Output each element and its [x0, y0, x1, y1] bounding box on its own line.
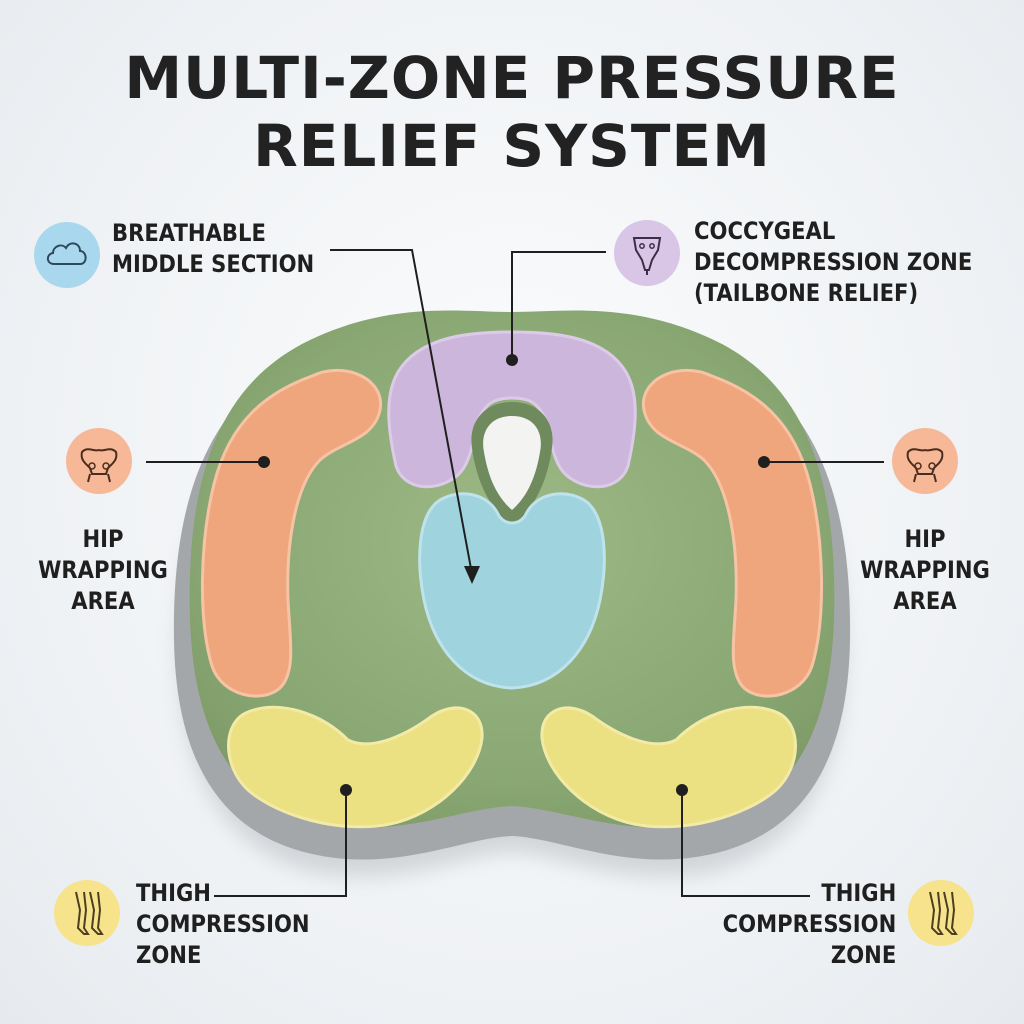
zone-hip-right: [641, 368, 823, 698]
pelvis-icon: [66, 428, 132, 494]
dot-hip-left: [258, 456, 270, 468]
label-hip-left-line-1: HIP: [82, 525, 124, 553]
label-hip-left-line-3: AREA: [71, 587, 135, 615]
cloud-icon: [34, 222, 100, 288]
label-thigh-right-line-1: THIGH: [821, 879, 896, 907]
arrowhead-breathable: [464, 566, 480, 584]
title-line-2: RELIEF SYSTEM: [253, 112, 771, 180]
label-hip-right-line-3: AREA: [893, 587, 957, 615]
zone-thigh-left: [227, 705, 484, 829]
legs-icon: [54, 880, 120, 946]
dot-coccygeal: [506, 354, 518, 366]
leader-thigh-right: [681, 790, 810, 897]
label-thigh-left-line-2: COMPRESSION: [136, 910, 310, 938]
label-thigh-left-line-3: ZONE: [136, 941, 202, 969]
zone-thigh-right: [540, 705, 797, 829]
label-hip-left-line-2: WRAPPING: [38, 556, 168, 584]
tailbone-icon: [614, 220, 680, 286]
title-line-1: MULTI-ZONE PRESSURE: [124, 44, 900, 112]
dot-thigh-right: [676, 784, 688, 796]
label-coccygeal: COCCYGEAL DECOMPRESSION ZONE (TAILBONE R…: [694, 216, 972, 309]
dot-hip-right: [758, 456, 770, 468]
leader-coccygeal: [511, 251, 606, 360]
dot-thigh-left: [340, 784, 352, 796]
label-breathable-line-1: BREATHABLE: [112, 219, 266, 247]
leader-breathable: [330, 249, 473, 575]
leader-thigh-left: [214, 790, 347, 897]
label-thigh-left-line-1: THIGH: [136, 879, 211, 907]
label-coccygeal-line-3: (TAILBONE RELIEF): [694, 279, 919, 307]
label-breathable: BREATHABLE MIDDLE SECTION: [112, 218, 314, 280]
label-coccygeal-line-1: COCCYGEAL: [694, 217, 836, 245]
label-thigh-right: THIGH COMPRESSION ZONE: [722, 878, 896, 971]
zone-hip-left: [201, 368, 383, 698]
label-hip-right: HIP WRAPPING AREA: [847, 524, 1004, 617]
label-thigh-right-line-2: COMPRESSION: [722, 910, 896, 938]
pelvis-icon: [892, 428, 958, 494]
center-hole-inner: [483, 416, 541, 510]
label-thigh-right-line-3: ZONE: [830, 941, 896, 969]
label-hip-right-line-2: WRAPPING: [860, 556, 990, 584]
label-coccygeal-line-2: DECOMPRESSION ZONE: [694, 248, 973, 276]
label-thigh-left: THIGH COMPRESSION ZONE: [136, 878, 310, 971]
label-hip-left: HIP WRAPPING AREA: [25, 524, 182, 617]
legs-icon: [908, 880, 974, 946]
label-breathable-line-2: MIDDLE SECTION: [112, 250, 315, 278]
label-hip-right-line-1: HIP: [904, 525, 946, 553]
